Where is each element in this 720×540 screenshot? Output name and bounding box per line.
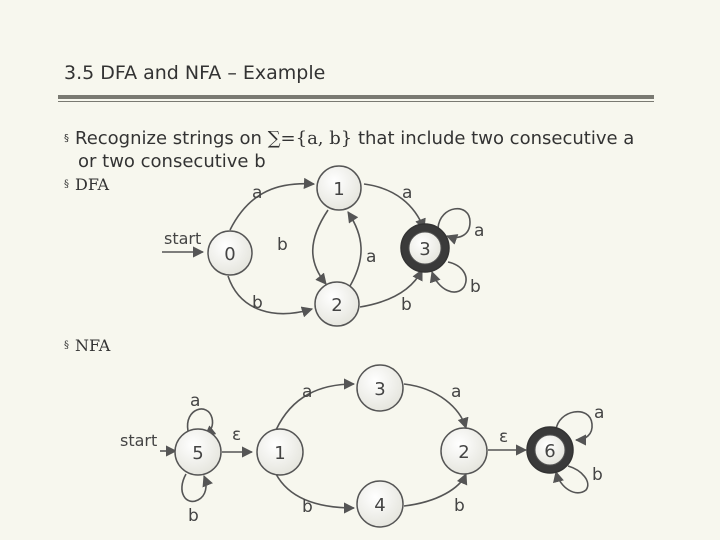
nfa-state-6-label: 6: [544, 441, 555, 462]
dfa-label-3-loop-a: a: [474, 221, 484, 241]
nfa-label-6-loop-a: a: [594, 403, 604, 423]
dfa-label-0-2: b: [252, 293, 263, 313]
title-rule-thin: [58, 101, 654, 102]
dfa-state-2: 2: [314, 281, 360, 327]
bullet-nfa-label: NFA: [75, 336, 111, 355]
dfa-state-3-accepting: 3: [400, 223, 450, 273]
dfa-loop-3-b: [429, 261, 467, 293]
nfa-state-2-label: 2: [458, 442, 469, 463]
nfa-state-4-label: 4: [374, 495, 385, 516]
nfa-state-3: 3: [356, 364, 404, 412]
title-rule-thick: [58, 95, 654, 99]
nfa-state-3-label: 3: [374, 379, 385, 400]
dfa-edge-2-3: [359, 268, 423, 308]
dfa-edge-1-2: [311, 209, 329, 285]
nfa-start-label: start: [120, 431, 157, 450]
nfa-label-1-3: a: [302, 382, 312, 402]
dfa-state-3-label: 3: [419, 239, 430, 260]
bullet-nfa: § NFA: [64, 336, 110, 355]
sigma-expression: ∑={a, b}: [267, 128, 353, 149]
dfa-label-2-3: b: [401, 295, 412, 315]
dfa-state-2-label: 2: [331, 295, 342, 316]
nfa-loop-6-b: [553, 465, 589, 494]
nfa-loop-5-b: [181, 473, 213, 503]
dfa-edge-2-1: [347, 211, 362, 287]
dfa-label-0-1: a: [252, 183, 262, 203]
bullet-recognize-line2: or two consecutive b: [78, 151, 266, 172]
nfa-label-4-2: b: [454, 496, 465, 516]
bullet-dfa-label: DFA: [75, 175, 110, 194]
bullet-marker: §: [64, 179, 69, 190]
nfa-label-5-1-epsilon: ε: [232, 425, 241, 445]
nfa-state-5-label: 5: [192, 443, 203, 464]
nfa-edge-3-2: [403, 383, 469, 430]
nfa-edge-4-2: [403, 472, 468, 507]
nfa-state-5: 5: [174, 428, 222, 476]
nfa-state-1-label: 1: [274, 443, 285, 464]
nfa-loop-6-a: [555, 410, 593, 446]
dfa-edge-0-2: [227, 275, 314, 318]
bullet-text-part2: that include two consecutive a: [352, 128, 635, 149]
bullet-marker: §: [64, 340, 69, 351]
dfa-state-0-label: 0: [224, 244, 235, 265]
bullet-marker: §: [64, 133, 69, 144]
dfa-state-1: 1: [316, 165, 362, 211]
nfa-label-6-loop-b: b: [592, 465, 603, 485]
nfa-state-6-accepting: 6: [526, 426, 574, 474]
nfa-label-5-loop-a: a: [190, 391, 200, 411]
bullet-text-part1: Recognize strings on: [75, 128, 268, 149]
dfa-loop-3-a: [437, 207, 471, 245]
nfa-edge-1-4: [275, 473, 356, 514]
dfa-edge-1-3: [363, 183, 426, 231]
bullet-recognize: § Recognize strings on ∑={a, b} that incl…: [64, 128, 634, 149]
nfa-state-2: 2: [440, 427, 488, 475]
nfa-label-1-4: b: [302, 497, 313, 517]
nfa-label-5-loop-b: b: [188, 506, 199, 526]
nfa-label-3-2: a: [451, 382, 461, 402]
dfa-label-1-2: b: [277, 235, 288, 255]
nfa-state-1: 1: [256, 428, 304, 476]
dfa-start-label: start: [164, 229, 201, 248]
dfa-label-3-loop-b: b: [470, 277, 481, 297]
dfa-state-1-label: 1: [333, 179, 344, 200]
bullet-dfa: § DFA: [64, 175, 109, 194]
nfa-state-4: 4: [356, 480, 404, 528]
slide-title: 3.5 DFA and NFA – Example: [64, 62, 326, 84]
nfa-edge-1-3: [275, 378, 356, 431]
nfa-label-2-6-epsilon: ε: [499, 427, 508, 447]
dfa-edge-0-1: [229, 177, 316, 231]
dfa-state-0: 0: [207, 230, 253, 276]
dfa-label-1-3: a: [402, 183, 412, 203]
dfa-label-2-1: a: [366, 247, 376, 267]
